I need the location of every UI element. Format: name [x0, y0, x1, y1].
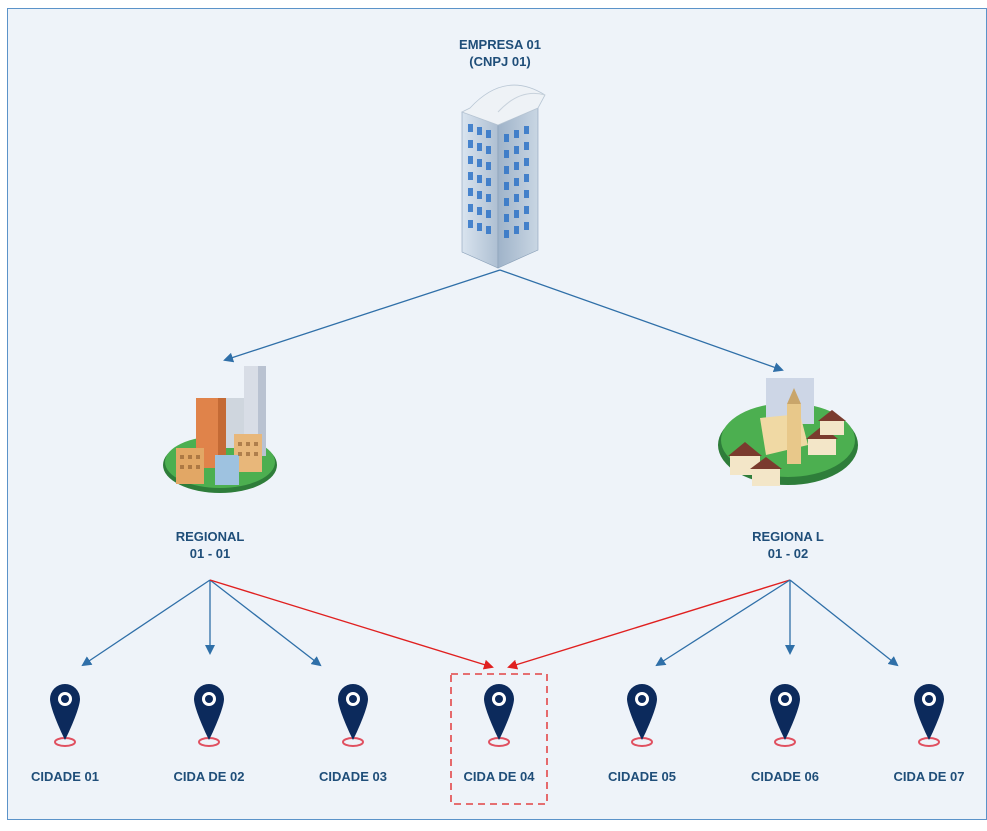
- regional-01-label-line1: REGIONAL: [175, 529, 245, 544]
- regional-01-label-line2: 01 - 01: [189, 546, 231, 561]
- map-pin-icon: [50, 684, 80, 747]
- company-building-icon: [460, 84, 546, 269]
- connector-r1-cidade-04: [209, 579, 494, 670]
- city-pins: [50, 684, 944, 747]
- map-pin-icon: [770, 684, 800, 747]
- map-pin-icon: [484, 684, 514, 747]
- city-label: CIDADE 03: [319, 769, 387, 784]
- connector-company-regional-01: [223, 269, 501, 363]
- company-connectors: [223, 269, 784, 373]
- regional-01-city-icon: [163, 366, 277, 493]
- regional-02-village-icon: [718, 378, 858, 486]
- map-pin-icon: [194, 684, 224, 747]
- regional-02-label: REGIONA L 01 - 02: [728, 528, 848, 562]
- connector-r1-cidade-03: [209, 579, 322, 667]
- city-label: CIDA DE 07: [893, 769, 965, 784]
- connector-r1-cidade-01: [81, 579, 211, 667]
- connector-r2-cidade-07: [789, 579, 899, 667]
- regional-02-label-line2: 01 - 02: [767, 546, 809, 561]
- connector-r2-cidade-04: [507, 579, 791, 670]
- city-label: CIDA DE 02: [173, 769, 245, 784]
- connector-r2-cidade-05: [655, 579, 791, 667]
- map-pin-icon: [338, 684, 368, 747]
- connector-company-regional-02: [499, 269, 784, 373]
- regional-01-label: REGIONAL 01 - 01: [150, 528, 270, 562]
- map-pin-icon: [627, 684, 657, 747]
- city-label: CIDADE 01: [31, 769, 99, 784]
- regional-01-connectors: [81, 579, 494, 670]
- company-label-line1: EMPRESA 01: [459, 37, 541, 52]
- company-label: EMPRESA 01 (CNPJ 01): [430, 36, 570, 70]
- regional-02-connectors: [507, 579, 899, 670]
- city-label: CIDADE 05: [608, 769, 676, 784]
- company-label-line2: (CNPJ 01): [469, 54, 531, 69]
- map-pin-icon: [914, 684, 944, 747]
- regional-02-label-line1: REGIONA L: [752, 529, 824, 544]
- city-label: CIDA DE 04: [463, 769, 535, 784]
- shared-city-highlight-box: [450, 673, 548, 805]
- city-label: CIDADE 06: [751, 769, 819, 784]
